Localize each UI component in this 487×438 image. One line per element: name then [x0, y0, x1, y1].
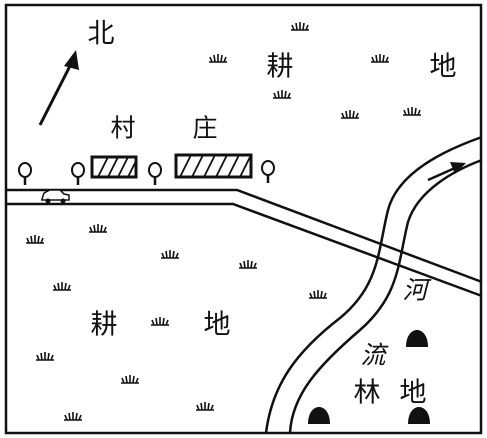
grass-tuft-icon	[53, 282, 71, 291]
grass-tuft-icon	[89, 224, 107, 233]
grass-layer	[26, 22, 421, 421]
farmland-ne-label-1: 耕	[267, 52, 294, 83]
north-label: 北	[88, 19, 115, 50]
flow-arrow-icon	[427, 162, 466, 182]
grass-tuft-icon	[26, 235, 44, 244]
grass-tuft-icon	[121, 375, 139, 384]
forest-label-1: 林	[354, 378, 381, 409]
grass-tuft-icon	[196, 402, 214, 411]
grass-tuft-icon	[371, 54, 389, 63]
grass-tuft-icon	[161, 250, 179, 259]
forest-mound-icon	[408, 407, 430, 424]
tree-group	[18, 160, 275, 185]
building-icon	[174, 153, 253, 179]
grass-tuft-icon	[151, 317, 169, 326]
farmland-ne-label-2: 地	[430, 52, 457, 83]
river-label-2: 流	[360, 341, 389, 370]
grass-tuft-icon	[36, 352, 54, 361]
grass-tuft-icon	[239, 260, 257, 269]
grass-tuft-icon	[341, 110, 359, 119]
grass-tuft-icon	[291, 22, 309, 31]
grass-tuft-icon	[273, 90, 291, 99]
farmland-sw-label-1: 耕	[91, 310, 118, 341]
river	[264, 135, 483, 434]
map-frame	[4, 3, 483, 435]
tree-icon	[71, 162, 85, 185]
river-label-1: 河	[402, 276, 431, 305]
village-label-1: 村	[110, 114, 135, 143]
tree-icon	[148, 162, 162, 185]
village-label-2: 庄	[192, 114, 217, 143]
north-arrow-icon	[38, 50, 79, 126]
forest-mound-icon	[406, 330, 428, 347]
grass-tuft-icon	[209, 54, 227, 63]
grass-tuft-icon	[403, 107, 421, 116]
tree-icon	[261, 160, 275, 183]
grass-tuft-icon	[309, 290, 327, 299]
car-icon	[41, 189, 70, 204]
farmland-sw-label-2: 地	[204, 310, 231, 341]
building-icon	[90, 155, 138, 179]
forest-label-2: 地	[400, 378, 427, 409]
tree-icon	[18, 162, 32, 185]
grass-tuft-icon	[64, 412, 82, 421]
forest-mound-icon	[308, 407, 330, 424]
